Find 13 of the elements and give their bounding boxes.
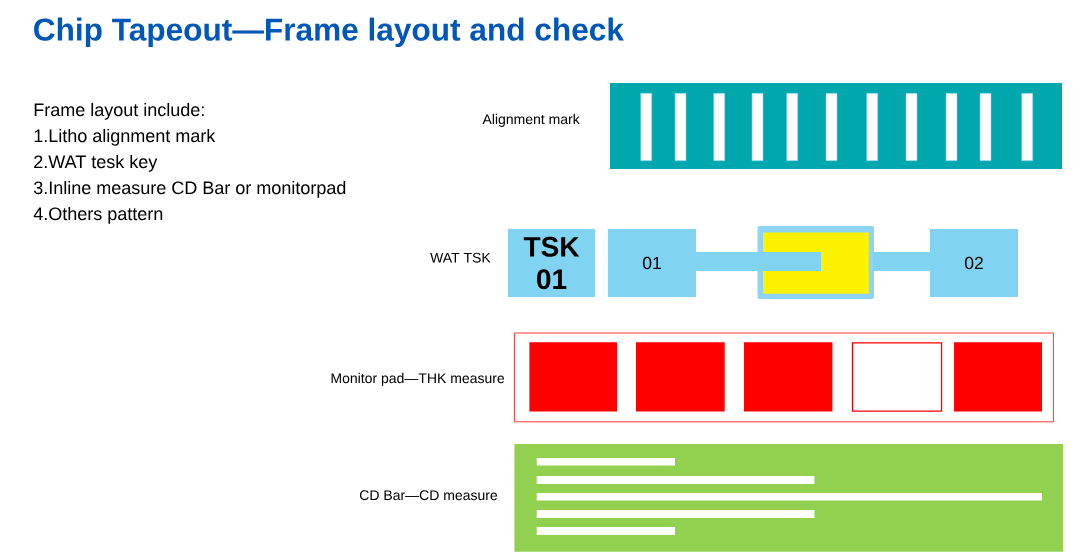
list-item: 3.Inline measure CD Bar or monitorpad [33,180,346,198]
list-item: 2.WAT tesk key [34,154,158,172]
probe-pad: 01 [608,229,696,297]
list-item: 1.Litho alignment mark [34,128,216,146]
row-label: Alignment mark [482,113,580,127]
label-box: TSK 01 [508,229,595,297]
list-heading: Frame layout include: [34,102,204,120]
title: Chip Tapeout—Frame layout and check [34,17,624,48]
row-label: Monitor pad—THK measure [331,372,505,386]
row-label: CD Bar—CD measure [360,490,498,501]
list-item: 4.Others pattern [33,206,163,224]
row-label: WAT TSK [430,252,491,263]
probe-pad: 02 [930,229,1018,297]
